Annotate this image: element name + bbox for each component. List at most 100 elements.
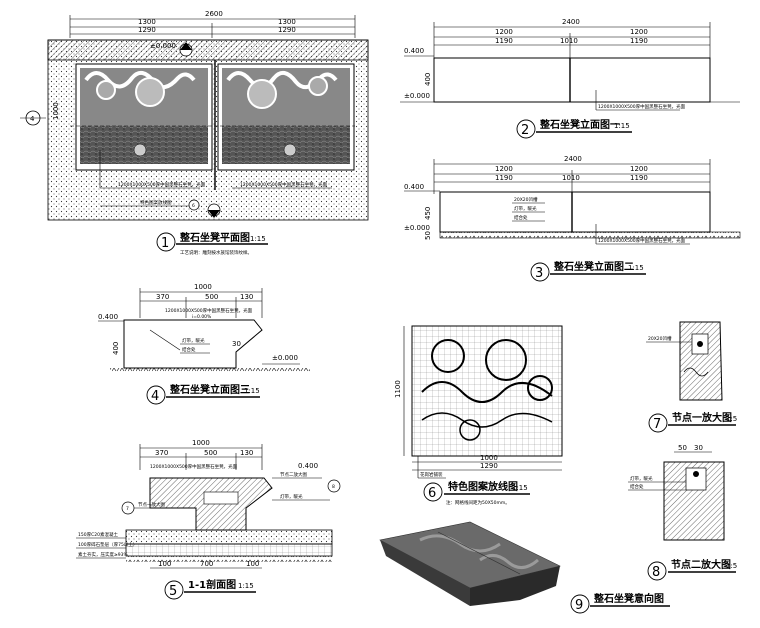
elev2-dim-1010: 1010 bbox=[562, 174, 580, 182]
elev2-view-scale: 1:15 bbox=[628, 264, 644, 272]
section-concrete-layer bbox=[125, 529, 333, 545]
plan-callout-text-right: 1200X1000X500厚中国黑整石坐凳，光面 bbox=[240, 181, 328, 188]
elev3-dim-500: 500 bbox=[205, 293, 218, 301]
plan-callout-text: 1200X1000X500厚中国黑整石坐凳，光面 bbox=[118, 181, 206, 188]
plan-dimensions-top: 2600 1300 1300 1290 1290 bbox=[69, 10, 356, 38]
pattern-dim-1000: 1000 bbox=[480, 454, 498, 462]
elev1-level-ground: ±0.000 bbox=[404, 92, 430, 100]
elevation-one-view: 2400 1200 1200 1190 1010 1190 0.400 ±0.0… bbox=[400, 18, 740, 139]
elevation-two-view: 2400 1200 1200 1190 1010 1190 0.400 ±0.0… bbox=[404, 155, 741, 282]
elev3-level-ground: ±0.000 bbox=[272, 354, 298, 362]
elev1-view-title: 整石坐凳立面图一 bbox=[539, 118, 620, 131]
node-one-view: 20X20凹槽 7 节点一放大图 1:5 bbox=[646, 321, 737, 433]
elev2-note-joint: 结合处 bbox=[514, 214, 528, 221]
elev3-callout: 1200X1000X500厚中国黑整石坐凳，光面 bbox=[165, 307, 253, 314]
elev3-dim-400: 400 bbox=[112, 342, 120, 355]
pattern-view-number: 6 bbox=[428, 486, 436, 501]
pattern-view-scale: 1:15 bbox=[512, 484, 528, 492]
pattern-motif bbox=[421, 339, 553, 441]
pattern-dim-1100: 1100 bbox=[394, 380, 402, 398]
section-level-top: 0.400 bbox=[298, 462, 318, 470]
pattern-view-title: 特色图案放线图 bbox=[448, 480, 518, 493]
section-dim-500: 500 bbox=[204, 449, 217, 457]
node2-note-light: 灯带，暖光 bbox=[630, 475, 653, 482]
section-dim-370: 370 bbox=[155, 449, 168, 457]
render-joint bbox=[437, 531, 521, 575]
pattern-layout-view: 1100 1000 1290 花岗岩铺装 6 特色图案放线图 1:15 注：网格… bbox=[394, 325, 563, 506]
section-dim-100-left: 100 bbox=[158, 560, 171, 568]
elev2-dim-1190-left: 1190 bbox=[495, 174, 513, 182]
edge-band bbox=[47, 39, 369, 61]
elev3-dim-30: 30 bbox=[232, 340, 241, 348]
elev2-dim-450: 450 bbox=[424, 207, 432, 220]
pattern-grid bbox=[411, 325, 563, 457]
elev3-level-top: 0.400 bbox=[98, 313, 118, 321]
elev1-dim-1190-left: 1190 bbox=[495, 37, 513, 45]
section-title-block: 5 1-1剖面图 1:15 bbox=[164, 578, 256, 600]
elev2-bench-outline bbox=[439, 191, 711, 233]
render-title-block: 9 整石坐凳意向图 bbox=[570, 592, 670, 614]
elev2-dim-1200-right: 1200 bbox=[630, 165, 648, 173]
node2-recess bbox=[685, 467, 707, 491]
section-note-concrete: 150厚C20素混凝土 bbox=[78, 531, 118, 538]
node2-view-number: 8 bbox=[652, 565, 660, 580]
elev2-dim-1200-left: 1200 bbox=[495, 165, 513, 173]
pattern-dim-1290: 1290 bbox=[480, 462, 498, 470]
dim-1290-right: 1290 bbox=[278, 26, 296, 34]
elev2-note-groove: 20X20凹槽 bbox=[514, 196, 538, 203]
section-marker-top bbox=[179, 42, 193, 57]
elev2-note-light: 灯带，暖光 bbox=[514, 205, 537, 212]
plan-dim-1000: 1000 bbox=[52, 102, 60, 120]
node2-dim-50: 50 bbox=[678, 444, 687, 452]
section-gravel-layer bbox=[125, 543, 333, 557]
plan-view-number: 1 bbox=[161, 236, 169, 251]
section-soil-layer bbox=[126, 556, 332, 562]
elev2-level-ground: ±0.000 bbox=[404, 224, 430, 232]
node2-view-title: 节点二放大图 bbox=[671, 558, 731, 571]
elev2-dim-1190-right: 1190 bbox=[630, 174, 648, 182]
section-view: 1000 370 500 130 1200X1000X500厚中国黑整石坐凳，光… bbox=[76, 439, 341, 600]
elevation-three-view: 1000 370 500 130 0.400 i=0.00% ±0.000 30… bbox=[98, 283, 310, 405]
node1-view-number: 7 bbox=[653, 417, 661, 432]
node2-title-block: 8 节点二放大图 1:5 bbox=[647, 558, 737, 581]
elev1-level-top: 0.400 bbox=[404, 47, 424, 55]
dim-1300-right: 1300 bbox=[278, 18, 296, 26]
section-note-light: 灯带，暖光 bbox=[280, 493, 303, 500]
section-mark-7: 7 bbox=[126, 506, 129, 512]
elev3-view-number: 4 bbox=[151, 389, 159, 404]
elev3-view-scale: 1:15 bbox=[244, 387, 260, 395]
section-dim-130: 130 bbox=[240, 449, 253, 457]
elev3-note-joint: 结合处 bbox=[182, 346, 196, 353]
section-view-title: 1-1剖面图 bbox=[188, 578, 236, 591]
elev2-ground-hatch bbox=[439, 231, 741, 239]
pattern-view-note: 注：网格线间距为50X50mm。 bbox=[446, 499, 510, 506]
plan-mark-6: 6 bbox=[192, 203, 195, 209]
plan-view-title: 整石坐凳平面图 bbox=[179, 231, 250, 244]
section-dim-700: 700 bbox=[200, 560, 213, 568]
pattern-title-block: 6 特色图案放线图 1:15 注：网格线间距为50X50mm。 bbox=[423, 480, 530, 506]
render-pattern-a bbox=[419, 534, 501, 553]
section-layer-notes: 150厚C20素混凝土 100厚碎石垫层（厚75以上） 素土夯实，压实度≥93% bbox=[76, 531, 137, 559]
elev1-dim-2400: 2400 bbox=[562, 18, 580, 26]
plan-title-block: 1 整石坐凳平面图 1:15 工艺说明：雕刻按水族馆装饰纹样。 bbox=[156, 231, 268, 256]
section-callout: 1200X1000X500厚中国黑整石坐凳，光面 bbox=[150, 463, 238, 470]
section-view-number: 5 bbox=[169, 584, 177, 599]
node1-light bbox=[697, 341, 703, 347]
section-marker-bottom bbox=[207, 203, 221, 218]
render-view-number: 9 bbox=[575, 598, 583, 613]
elev3-ground bbox=[110, 368, 310, 373]
render-view-title: 整石坐凳意向图 bbox=[593, 592, 664, 605]
elev2-title-block: 3 整石坐凳立面图二 1:15 bbox=[530, 260, 646, 282]
dim-1300-left: 1300 bbox=[138, 18, 156, 26]
dim-1290-left: 1290 bbox=[138, 26, 156, 34]
section-view-scale: 1:15 bbox=[238, 582, 254, 590]
node-two-view: 50 30 灯带，暖光 结合处 8 节点二放大图 1:5 bbox=[628, 444, 737, 581]
section-note-node1: 节点一放大图 bbox=[138, 501, 165, 508]
node1-stone bbox=[679, 321, 723, 401]
node2-dim-30: 30 bbox=[694, 444, 703, 452]
node1-view-scale: 1:5 bbox=[726, 415, 737, 423]
elev3-view-title: 整石坐凳立面图三 bbox=[169, 383, 250, 396]
node2-light bbox=[693, 471, 699, 477]
elev3-slope: i=0.00% bbox=[192, 314, 212, 320]
